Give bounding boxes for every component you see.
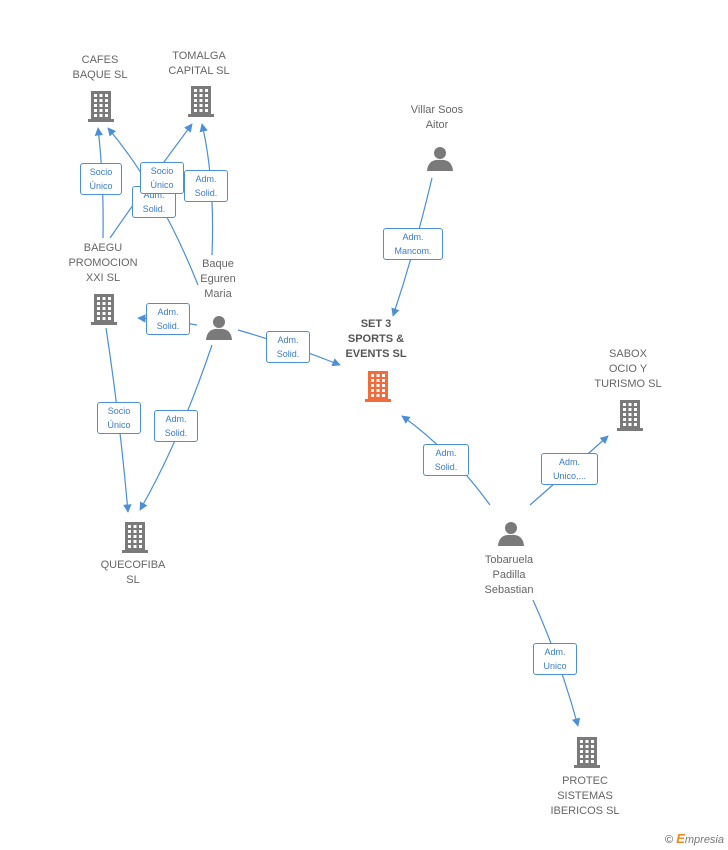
node-label: SABOX OCIO Y TURISMO SL (594, 348, 662, 390)
baque-person-icon[interactable] (206, 316, 232, 340)
node-tobaruela-padilla-sebastian[interactable]: Tobaruela Padilla Sebastian (464, 553, 554, 598)
node-label: SET 3 SPORTS & EVENTS SL (345, 318, 407, 360)
node-label: Baque Eguren Maria (200, 258, 236, 300)
node-label: BAEGU PROMOCION XXI SL (68, 242, 138, 284)
node-baegu-promocion[interactable]: BAEGU PROMOCION XXI SL (58, 241, 148, 286)
brand-logo-text: mpresia (684, 834, 724, 846)
quecofiba-building-icon[interactable] (122, 522, 148, 553)
node-label: Villar Soos Aitor (410, 104, 464, 131)
node-quecofiba[interactable]: QUECOFIBA SL (88, 558, 178, 588)
edge-label-baegu-quecofiba[interactable]: Socio Único (97, 402, 141, 434)
cafes-building-icon[interactable] (88, 91, 114, 122)
footer-brand: © Empresia (665, 831, 724, 846)
node-baque-eguren-maria[interactable]: Baque Eguren Maria (178, 257, 258, 302)
brand-logo-e: E (676, 831, 685, 846)
node-set3-sports-events[interactable]: SET 3 SPORTS & EVENTS SL (331, 317, 421, 362)
edge-label-tobaruela-set3[interactable]: Adm. Solid. (423, 444, 469, 476)
set3-building-icon[interactable] (365, 371, 391, 402)
node-label: Tobaruela Padilla Sebastian (484, 554, 534, 596)
edge-label-baegu-tomalga[interactable]: Socio Único (140, 162, 184, 194)
copyright-icon: © (665, 834, 674, 846)
edge-label-baque-baegu[interactable]: Adm. Solid. (146, 303, 190, 335)
node-sabox-ocio-turismo[interactable]: SABOX OCIO Y TURISMO SL (583, 347, 673, 392)
edge-label-baque-set3[interactable]: Adm. Solid. (266, 331, 310, 363)
node-villar-soos-aitor[interactable]: Villar Soos Aitor (392, 103, 482, 133)
tomalga-building-icon[interactable] (188, 86, 214, 117)
protec-building-icon[interactable] (574, 737, 600, 768)
edge-label-baque-tomalga[interactable]: Adm. Solid. (184, 170, 228, 202)
node-label: PROTEC SISTEMAS IBERICOS SL (550, 775, 620, 817)
edge-label-baque-quecofiba[interactable]: Adm. Solid. (154, 410, 198, 442)
edge-label-tobaruela-protec[interactable]: Adm. Unico (533, 643, 577, 675)
sabox-building-icon[interactable] (617, 400, 643, 431)
tobaruela-person-icon[interactable] (498, 522, 524, 546)
edge-label-baegu-cafes[interactable]: Socio Único (80, 163, 122, 195)
node-cafes-baque[interactable]: CAFES BAQUE SL (60, 53, 140, 83)
villar-person-icon[interactable] (427, 147, 453, 171)
edge-label-tobaruela-sabox[interactable]: Adm. Unico,... (541, 453, 598, 485)
node-label: QUECOFIBA SL (100, 559, 166, 586)
node-label: CAFES BAQUE SL (72, 54, 128, 81)
node-tomalga-capital[interactable]: TOMALGA CAPITAL SL (158, 49, 240, 79)
node-protec-sistemas-ibericos[interactable]: PROTEC SISTEMAS IBERICOS SL (540, 774, 630, 819)
baegu-building-icon[interactable] (91, 294, 117, 325)
node-label: TOMALGA CAPITAL SL (168, 50, 230, 77)
edge-label-villar-set3[interactable]: Adm. Mancom. (383, 228, 443, 260)
